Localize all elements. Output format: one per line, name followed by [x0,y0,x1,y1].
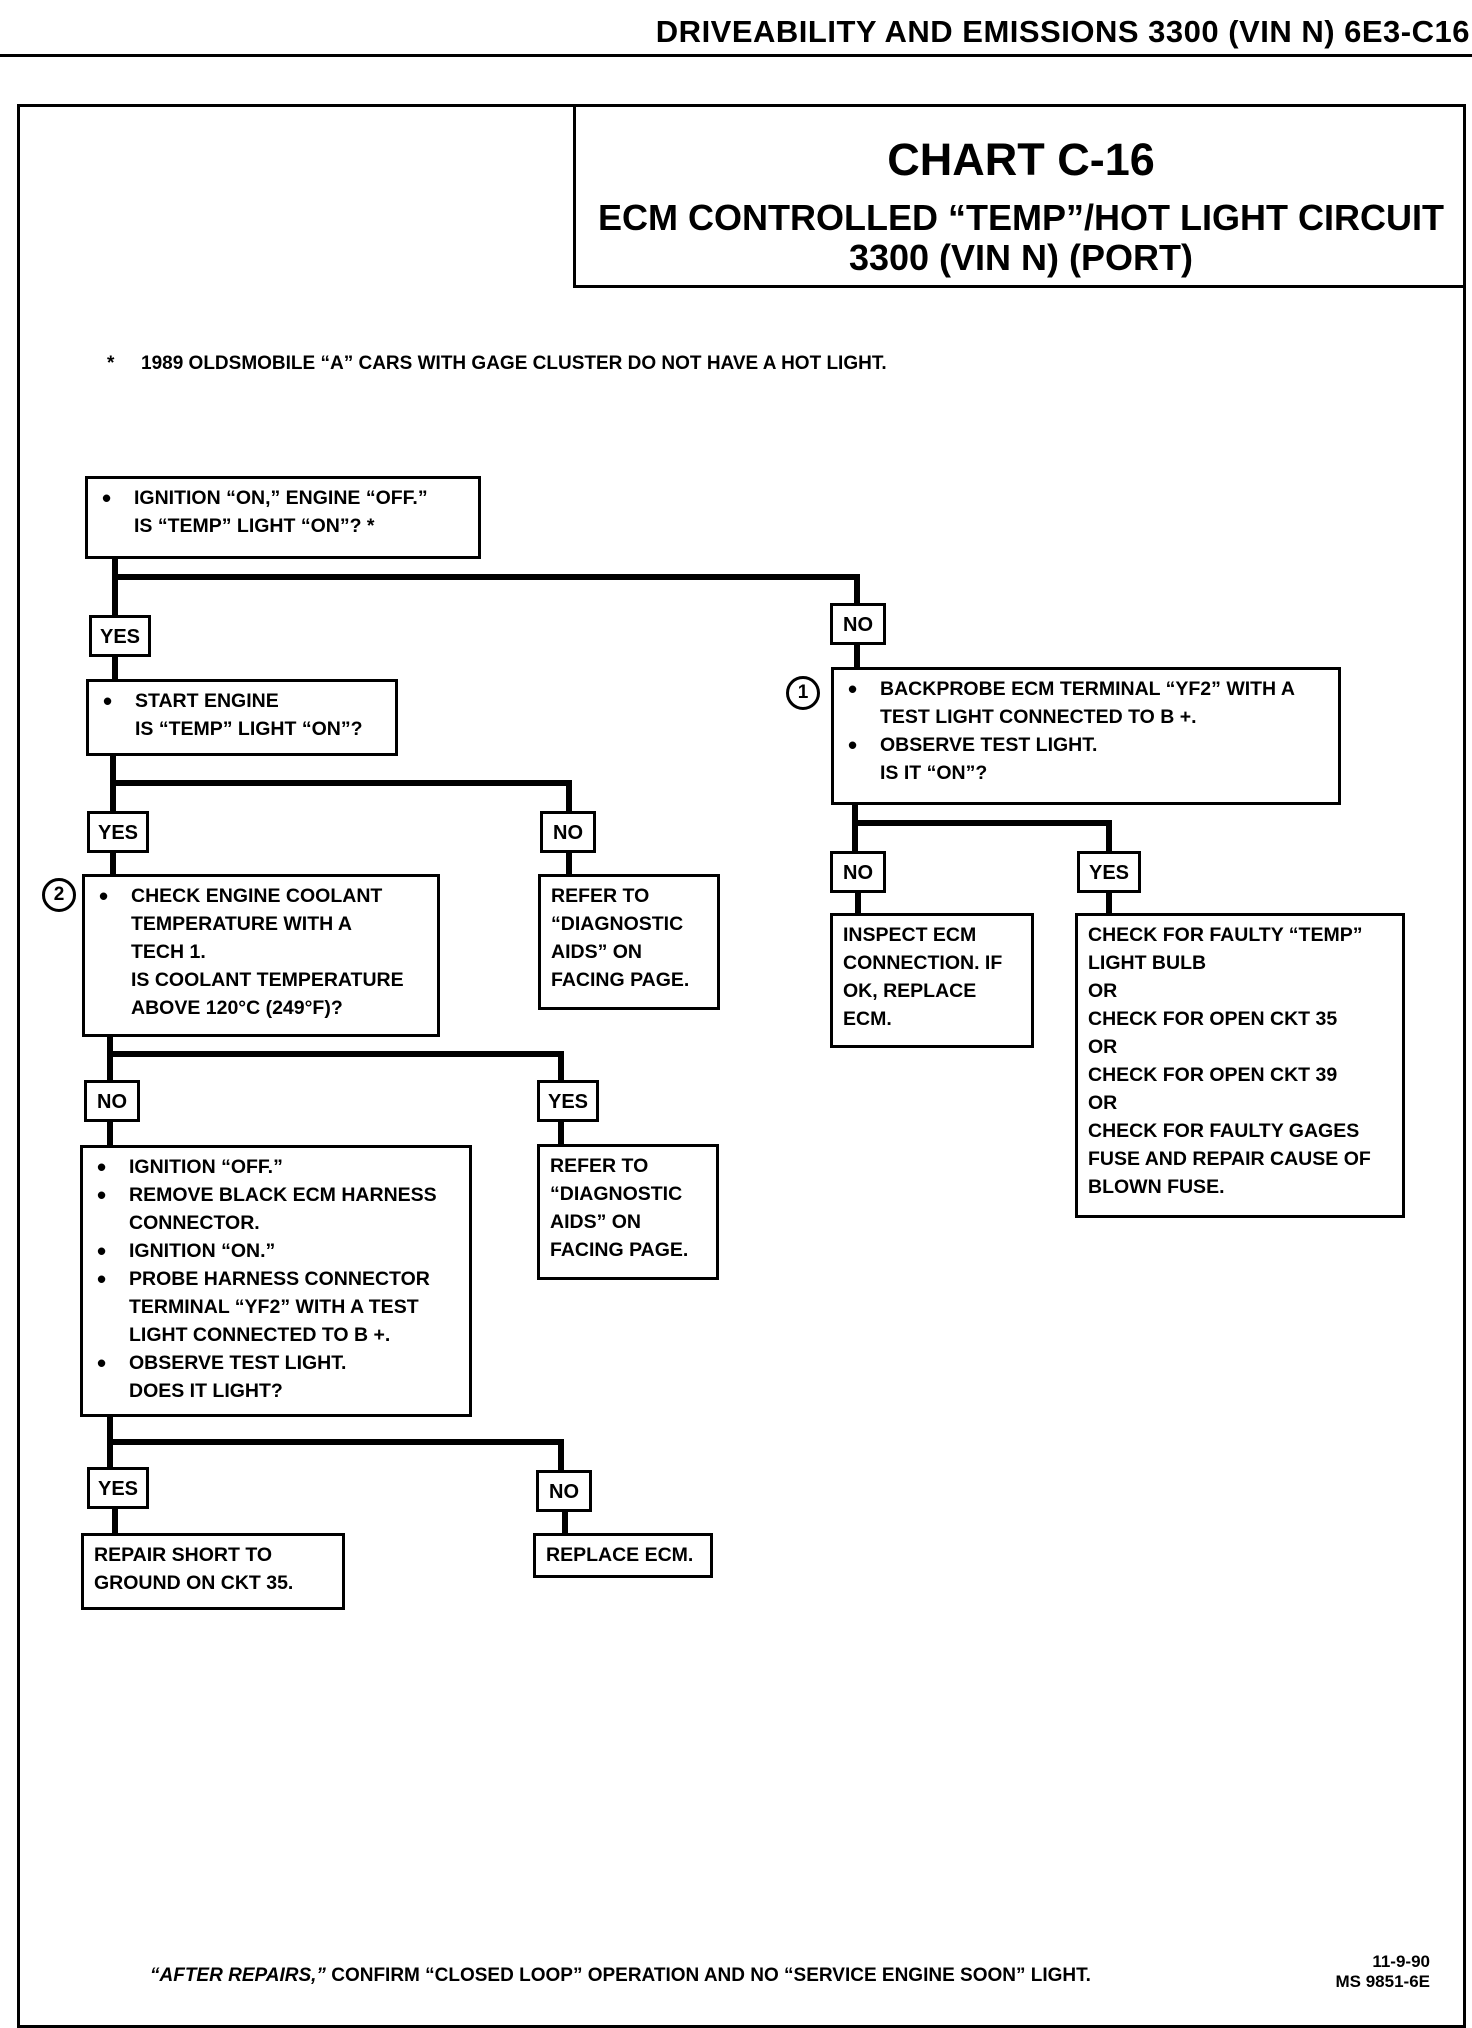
label-yes-3: YES [537,1080,599,1122]
step-text: IGNITION “OFF.” [93,1153,459,1181]
step-text: OBSERVE TEST LIGHT. IS IT “ON”? [844,731,1328,787]
step-text: REPAIR SHORT TO GROUND ON CKT 35. [94,1544,294,1594]
box-backprobe-ecm: BACKPROBE ECM TERMINAL “YF2” WITH A TEST… [831,667,1341,805]
header-rule [0,54,1472,57]
box-inspect-ecm: INSPECT ECM CONNECTION. IF OK, REPLACE E… [830,913,1034,1048]
step-text: OBSERVE TEST LIGHT. DOES IT LIGHT? [93,1349,459,1405]
step-text: CHECK ENGINE COOLANT TEMPERATURE WITH A … [95,882,427,1022]
box-repair-short: REPAIR SHORT TO GROUND ON CKT 35. [81,1533,345,1610]
footer-text: CONFIRM “CLOSED LOOP” OPERATION AND NO “… [325,1965,1091,1986]
step-text: INSPECT ECM CONNECTION. IF OK, REPLACE E… [843,924,1003,1030]
box-start-engine: START ENGINE IS “TEMP” LIGHT “ON”? [86,679,398,756]
label-yes-1: YES [89,615,151,657]
footer-reference: 11-9-90 MS 9851-6E [1300,1952,1431,1992]
label-yes-4: YES [87,1467,149,1509]
step-text: START ENGINE IS “TEMP” LIGHT “ON”? [99,687,385,743]
step-text: CHECK FOR FAULTY “TEMP” LIGHT BULB OR CH… [1088,924,1371,1198]
footer-code: MS 9851-6E [1335,1972,1431,1991]
connector-coolant-yes [107,1051,564,1089]
connector-engine-no [110,780,572,819]
box-refer-diagnostic-aids-1: REFER TO “DIAGNOSTIC AIDS” ON FACING PAG… [538,874,720,1010]
box-check-faulty-bulb: CHECK FOR FAULTY “TEMP” LIGHT BULB OR CH… [1075,913,1405,1218]
step-text: REFER TO “DIAGNOSTIC AIDS” ON FACING PAG… [551,885,690,991]
footnote: * 1989 OLDSMOBILE “A” CARS WITH GAGE CLUS… [107,353,887,375]
chart-number: CHART C-16 [887,134,1155,185]
step-text: BACKPROBE ECM TERMINAL “YF2” WITH A TEST… [844,675,1328,731]
chart-title: ECM CONTROLLED “TEMP”/HOT LIGHT CIRCUIT [598,197,1444,238]
running-header: DRIVEABILITY AND EMISSIONS 3300 (VIN N) … [655,14,1470,49]
step-text: REFER TO “DIAGNOSTIC AIDS” ON FACING PAG… [550,1155,689,1261]
label-yes-2: YES [87,811,149,853]
box-ignition-on-check: IGNITION “ON,” ENGINE “OFF.” IS “TEMP” L… [85,476,481,559]
footer-date: 11-9-90 [1372,1952,1430,1971]
footnote-text: 1989 OLDSMOBILE “A” CARS WITH GAGE CLUST… [141,353,887,374]
step-text: IGNITION “ON.” [93,1237,459,1265]
label-yes-5: YES [1077,851,1141,893]
reference-marker-1: 1 [786,676,820,710]
label-no-1: NO [830,603,886,645]
box-refer-diagnostic-aids-2: REFER TO “DIAGNOSTIC AIDS” ON FACING PAG… [537,1144,719,1280]
step-text: REPLACE ECM. [546,1544,694,1566]
label-no-5: NO [830,851,886,893]
footer-italic: “AFTER REPAIRS,” [150,1965,326,1986]
reference-marker-2: 2 [42,878,76,912]
label-no-4: NO [536,1470,592,1512]
step-text: REMOVE BLACK ECM HARNESS CONNECTOR. [93,1181,459,1237]
box-ignition-off-probe: IGNITION “OFF.” REMOVE BLACK ECM HARNESS… [80,1145,472,1417]
box-replace-ecm: REPLACE ECM. [533,1533,713,1578]
step-text: PROBE HARNESS CONNECTOR TERMINAL “YF2” W… [93,1265,459,1349]
chart-title-box: CHART C-16 ECM CONTROLLED “TEMP”/HOT LIG… [573,106,1466,288]
connector-start-no [112,574,860,606]
chart-subtitle: 3300 (VIN N) (PORT) [848,237,1194,278]
label-no-3: NO [84,1080,140,1122]
connector-backprobe-yes [852,820,1112,863]
footnote-marker: * [107,353,115,374]
box-check-coolant: CHECK ENGINE COOLANT TEMPERATURE WITH A … [82,874,440,1037]
label-no-2: NO [540,811,596,853]
footer-note: “AFTER REPAIRS,” CONFIRM “CLOSED LOOP” O… [150,1965,1091,1987]
connector-ignition-no [107,1439,564,1477]
step-text: IGNITION “ON,” ENGINE “OFF.” IS “TEMP” L… [98,484,468,540]
